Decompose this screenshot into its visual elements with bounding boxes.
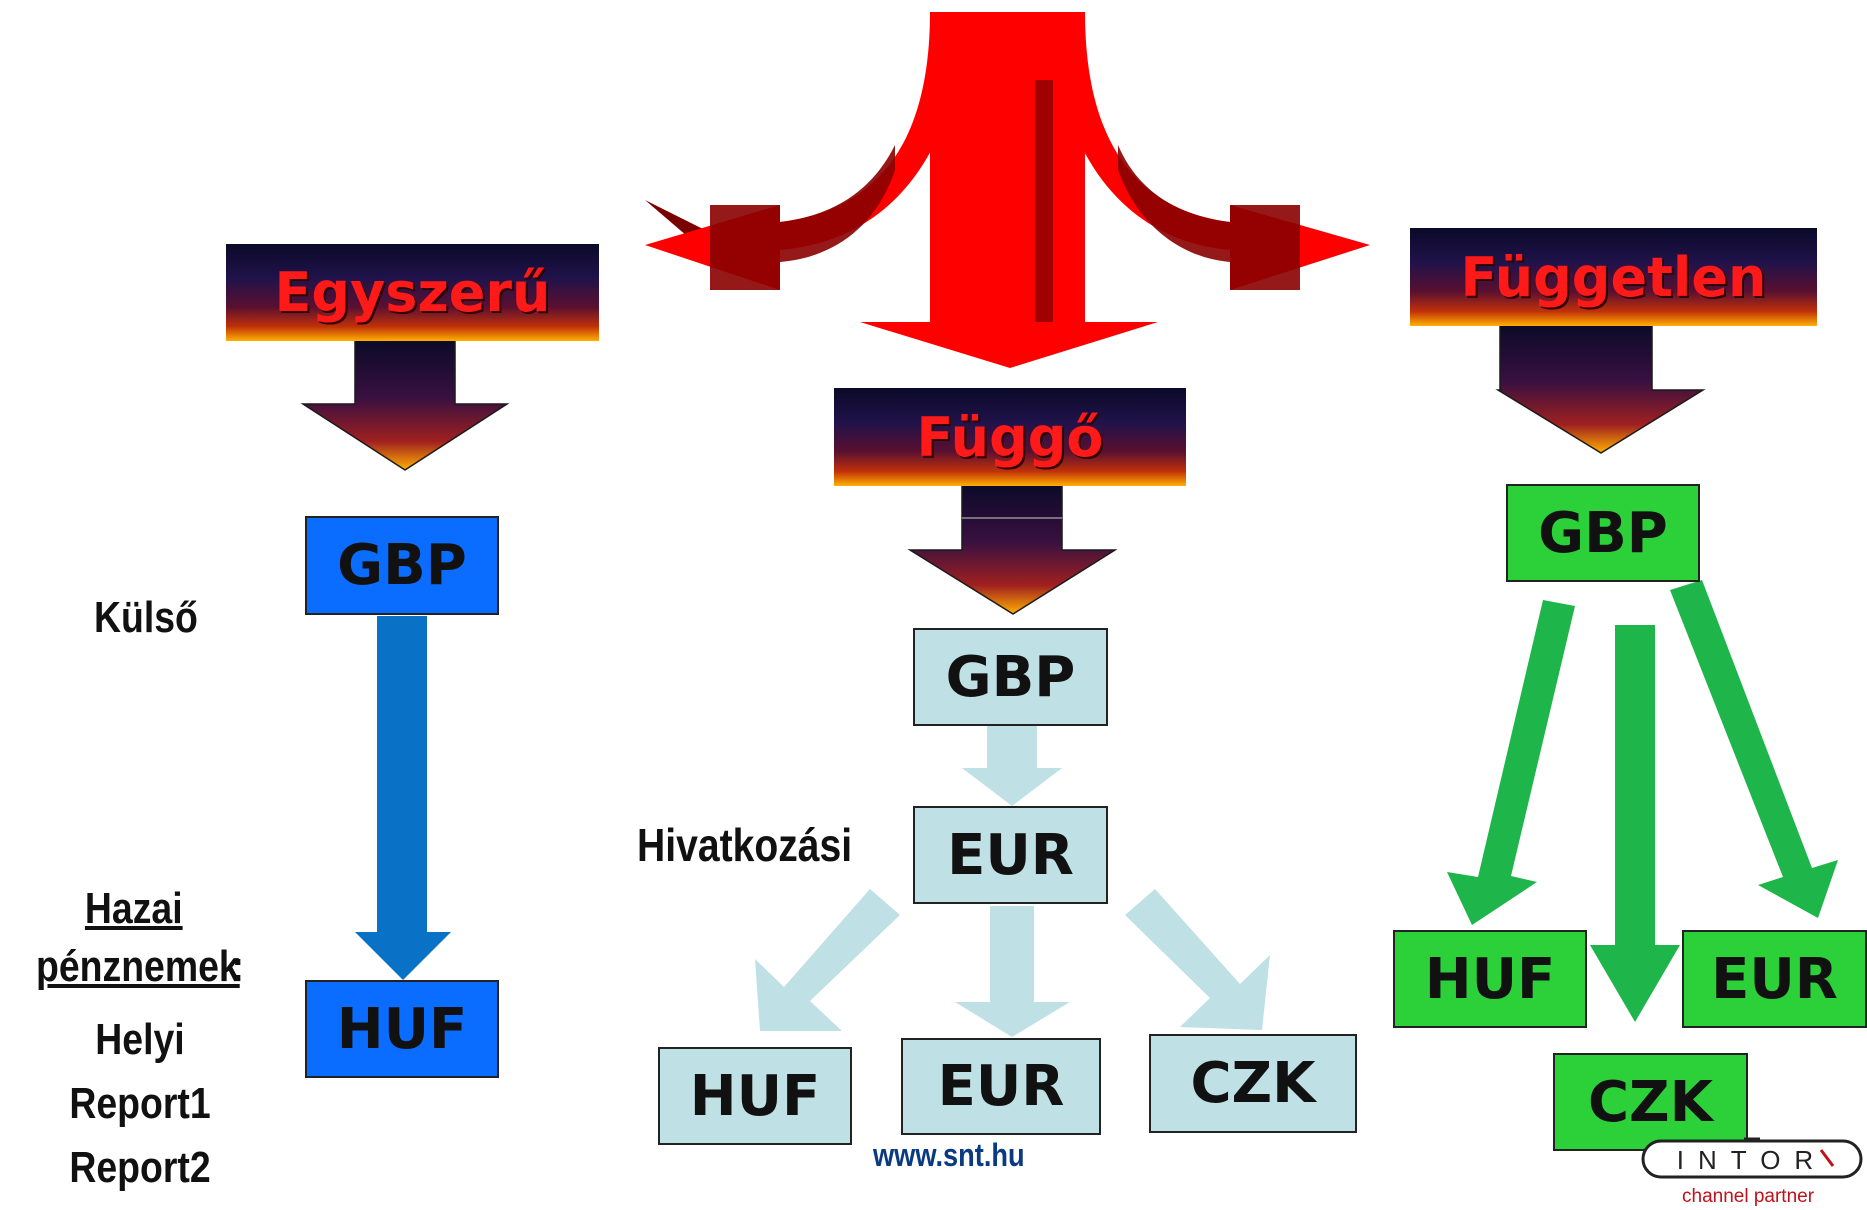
middle-source-gbp-box: GBP — [913, 628, 1108, 726]
arrow-under-egyszeru — [300, 339, 510, 471]
left-target-huf-label: HUF — [336, 996, 468, 1062]
middle-target-huf-label: HUF — [689, 1063, 821, 1129]
left-source-gbp-label: GBP — [337, 533, 467, 598]
header-egyszeru-label: Egyszerű — [274, 261, 551, 324]
external-label: Külső — [94, 593, 198, 642]
middle-source-gbp-label: GBP — [945, 644, 1076, 710]
right-target-eur-box: EUR — [1682, 930, 1867, 1028]
top-split-arrow — [645, 12, 1370, 368]
middle-arrow-eur-czk — [1125, 889, 1270, 1030]
right-target-huf-label: HUF — [1424, 946, 1556, 1012]
header-fuggetlen-label: Független — [1460, 245, 1767, 309]
middle-arrow-gbp-eur-head — [962, 768, 1062, 806]
currency-name-helyi: Helyi — [95, 1015, 185, 1064]
right-arrows — [1447, 580, 1838, 1022]
right-source-gbp-label: GBP — [1538, 500, 1668, 566]
middle-reference-eur-box: EUR — [913, 806, 1108, 904]
left-arrow — [355, 616, 451, 980]
website-text: www.snt.hu — [873, 1137, 1025, 1173]
header-egyszeru: Egyszerű — [226, 244, 599, 341]
header-fuggo: Függő — [834, 388, 1186, 486]
left-arrow-shaft — [377, 616, 427, 934]
middle-reference-eur-label: EUR — [947, 822, 1074, 888]
right-target-czk-box: CZK — [1553, 1053, 1748, 1151]
domestic-label: Hazai pénznemek — [36, 884, 240, 991]
right-target-eur-label: EUR — [1711, 946, 1838, 1012]
currency-name-report2: Report2 — [69, 1143, 211, 1192]
top-arrow-left-dark — [710, 145, 895, 290]
middle-target-eur-box: EUR — [901, 1038, 1101, 1135]
middle-target-czk-box: CZK — [1149, 1034, 1357, 1133]
arrow-under-fuggo — [907, 483, 1118, 615]
middle-arrow-eur-eur-shaft — [990, 906, 1034, 1004]
intor-logo: INTOR — [1640, 1136, 1865, 1184]
intor-logo-text: INTOR — [1677, 1145, 1827, 1175]
right-arrow-to-czk-head — [1590, 945, 1680, 1022]
middle-arrows — [755, 726, 1270, 1037]
right-arrow-to-czk-shaft — [1615, 625, 1655, 947]
arrow-under-fuggetlen — [1495, 323, 1706, 454]
header-fuggetlen: Független — [1410, 228, 1817, 326]
right-target-huf-box: HUF — [1393, 930, 1587, 1028]
header-arrows — [300, 323, 1706, 615]
currency-names-list: Helyi Report1 Report2 — [0, 1008, 280, 1200]
top-arrow-down-head — [860, 322, 1158, 368]
currency-name-report1: Report1 — [69, 1079, 211, 1128]
domestic-currencies-block: Hazai pénznemek: — [0, 880, 280, 996]
domestic-colon: : — [231, 942, 244, 991]
middle-arrow-gbp-eur-shaft — [987, 726, 1037, 770]
reference-label: Hivatkozási — [637, 819, 853, 871]
partner-label: channel partner — [1682, 1186, 1815, 1207]
left-arrow-head — [355, 932, 451, 980]
top-arrow-stem-shadow — [1035, 80, 1053, 340]
middle-target-czk-label: CZK — [1190, 1051, 1316, 1116]
right-arrow-to-huf — [1447, 600, 1575, 925]
middle-arrow-eur-eur-head — [955, 1002, 1070, 1037]
middle-target-eur-label: EUR — [937, 1054, 1065, 1119]
left-source-gbp-box: GBP — [305, 516, 499, 615]
middle-arrow-eur-huf — [755, 889, 900, 1031]
top-arrow-stem — [930, 12, 1085, 332]
intor-logo-graphic: INTOR — [1641, 1137, 1863, 1179]
header-fuggo-label: Függő — [916, 405, 1104, 469]
top-arrow-right-dark — [1118, 145, 1300, 290]
left-target-huf-box: HUF — [305, 980, 499, 1078]
middle-target-huf-box: HUF — [658, 1047, 852, 1145]
right-target-czk-label: CZK — [1587, 1069, 1714, 1135]
right-source-gbp-box: GBP — [1506, 484, 1700, 582]
right-arrow-to-eur — [1670, 580, 1838, 918]
